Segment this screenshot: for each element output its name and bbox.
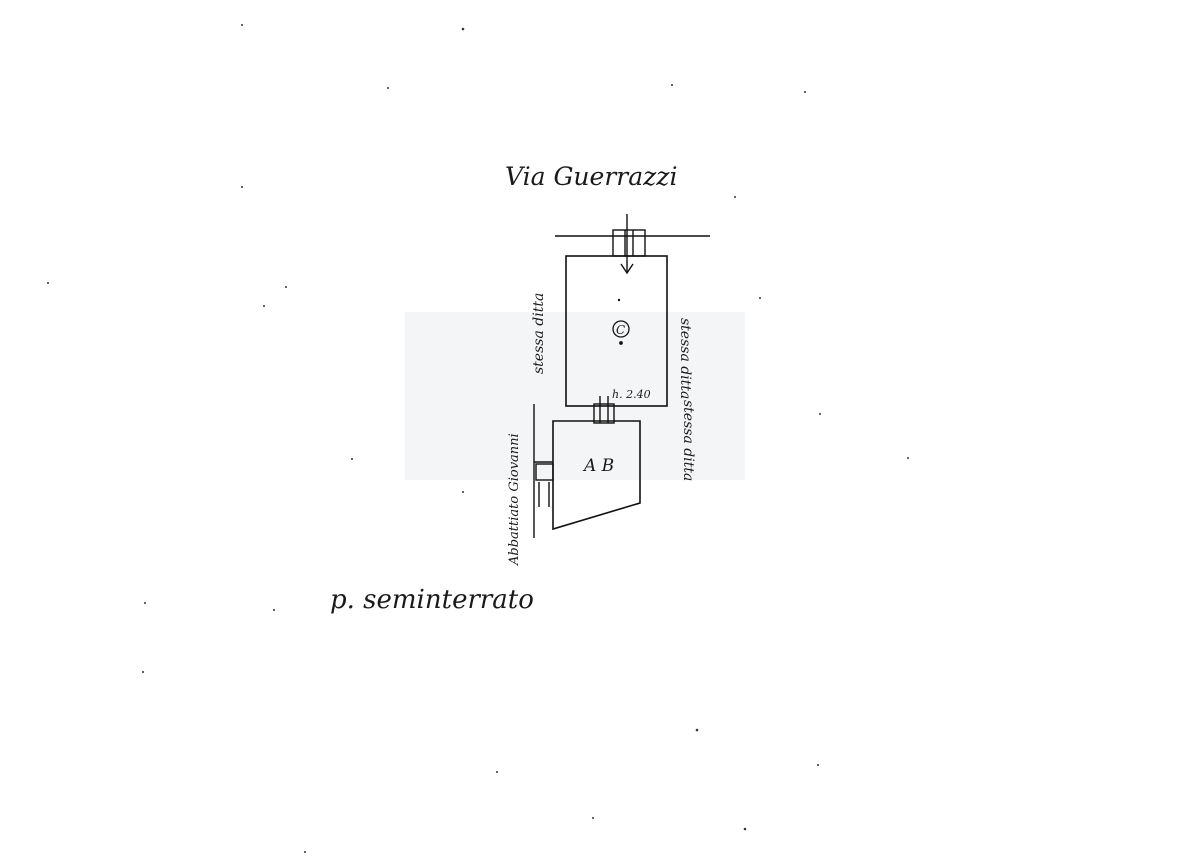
room-lower-label: A B [582,456,614,476]
height-note: h. 2.40 [612,388,651,401]
entrance-arrow [620,214,634,275]
right-neighbor-lower-label: stessa ditta [680,400,696,481]
room-main [565,255,668,407]
inner-doorway [593,396,615,424]
room-main-symbol: C [616,323,625,337]
room-lower [552,420,641,531]
street-label: Via Guerrazzi [505,162,677,191]
left-boundary-wall [533,404,554,538]
scan-shading [405,312,745,480]
right-neighbor-upper-label: stessa ditta [677,318,693,399]
light-fixture-icon [612,320,630,345]
left-neighbor-upper-label: stessa ditta [531,293,547,374]
entrance-doorway [612,229,646,257]
left-neighbor-lower-label: Abbattiato Giovanni [507,433,522,566]
room-main-point [617,298,621,302]
floor-label: p. seminterrato [330,585,534,615]
scan-specks [47,24,909,853]
